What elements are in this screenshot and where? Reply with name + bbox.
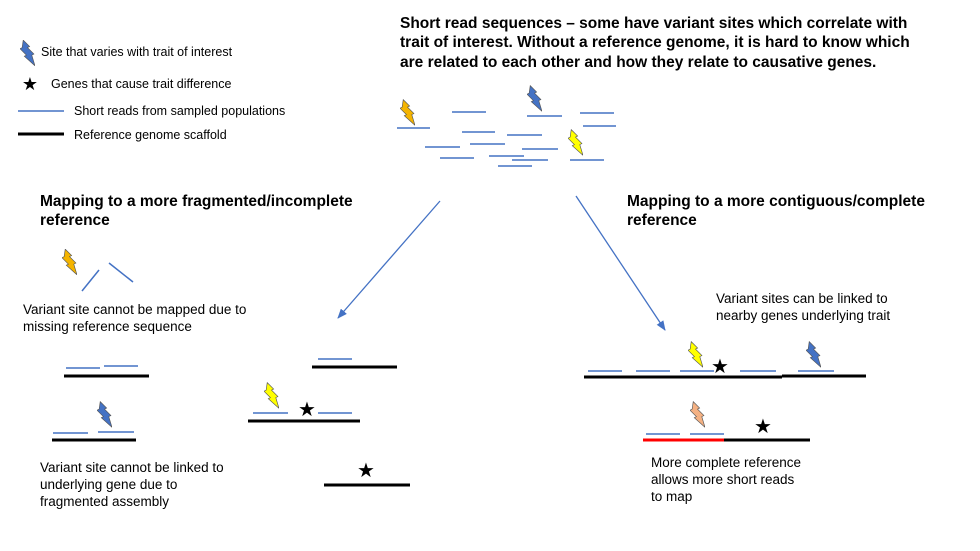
legend-genes-label: Genes that cause trait difference <box>51 77 232 91</box>
note-line: to map <box>651 488 693 504</box>
legend-star-icon: ★ <box>22 74 38 95</box>
complete-scaffold <box>643 433 810 442</box>
legend-short-reads-label: Short reads from sampled populations <box>74 104 286 118</box>
right-note-complete: More complete reference allows more shor… <box>651 455 801 506</box>
unmapped-variant-icon <box>62 249 77 275</box>
short-read-cluster <box>397 111 616 167</box>
left-panel-title: Mapping to a more fragmented/incomplete … <box>40 192 353 231</box>
note-line: Variant site cannot be linked to <box>40 460 224 475</box>
headline-line: Short read sequences – some have variant… <box>400 15 908 32</box>
arrow-to-complete <box>575 195 666 331</box>
note-line: Variant site cannot be mapped due to <box>23 302 247 317</box>
fragment-scaffold-1 <box>64 365 149 378</box>
headline-line: trait of interest. Without a reference g… <box>400 34 910 52</box>
gene-star-icon: ★ <box>754 414 772 438</box>
legend-reference-label: Reference genome scaffold <box>74 128 227 142</box>
fragment-variant-icon-yellow <box>264 382 279 409</box>
legend-variant-site-label: Site that varies with trait of interest <box>41 45 233 59</box>
left-note-unmapped: Variant site cannot be mapped due to mis… <box>23 302 246 336</box>
variant-icon-blue <box>527 85 542 112</box>
fragment-scaffold-2 <box>52 431 136 442</box>
variant-icon-gold <box>400 99 415 126</box>
linked-variant-icon-blue <box>806 341 821 368</box>
left-note-fragmented: Variant site cannot be linked to underly… <box>40 460 224 511</box>
fragment-scaffold-4 <box>248 412 360 423</box>
arrow-to-fragmented <box>337 200 441 319</box>
fragment-scaffold-3 <box>312 358 397 369</box>
complete-variant-icon-orange <box>690 401 705 428</box>
unmapped-read <box>108 262 134 283</box>
gene-star-icon: ★ <box>298 397 316 421</box>
fragment-variant-icon-blue <box>97 401 112 428</box>
note-line: More complete reference <box>651 455 802 470</box>
right-note-linked: Variant sites can be linked to nearby ge… <box>716 291 890 325</box>
gene-star-icon: ★ <box>357 458 375 482</box>
headline: Short read sequences – some have variant… <box>400 14 910 72</box>
note-line: missing reference sequence <box>23 318 192 334</box>
linked-variant-icon-yellow <box>688 341 703 368</box>
unmapped-read <box>81 269 100 292</box>
contiguous-scaffold <box>584 370 866 379</box>
headline-line: are related to each other and how they r… <box>400 53 877 71</box>
gene-star-icon: ★ <box>711 354 729 378</box>
legend-variant-icon <box>20 40 35 66</box>
right-panel-title: Mapping to a more contiguous/complete re… <box>627 192 925 231</box>
title-line: reference <box>40 212 110 230</box>
title-line: reference <box>627 212 697 230</box>
note-line: Variant sites can be linked to <box>716 291 888 306</box>
note-line: nearby genes underlying trait <box>716 307 891 323</box>
variant-icon-yellow <box>568 129 583 156</box>
note-line: underlying gene due to <box>40 476 178 492</box>
title-line: Mapping to a more fragmented/incomplete <box>40 193 353 210</box>
note-line: allows more short reads <box>651 471 795 487</box>
note-line: fragmented assembly <box>40 493 170 509</box>
title-line: Mapping to a more contiguous/complete <box>627 193 925 210</box>
